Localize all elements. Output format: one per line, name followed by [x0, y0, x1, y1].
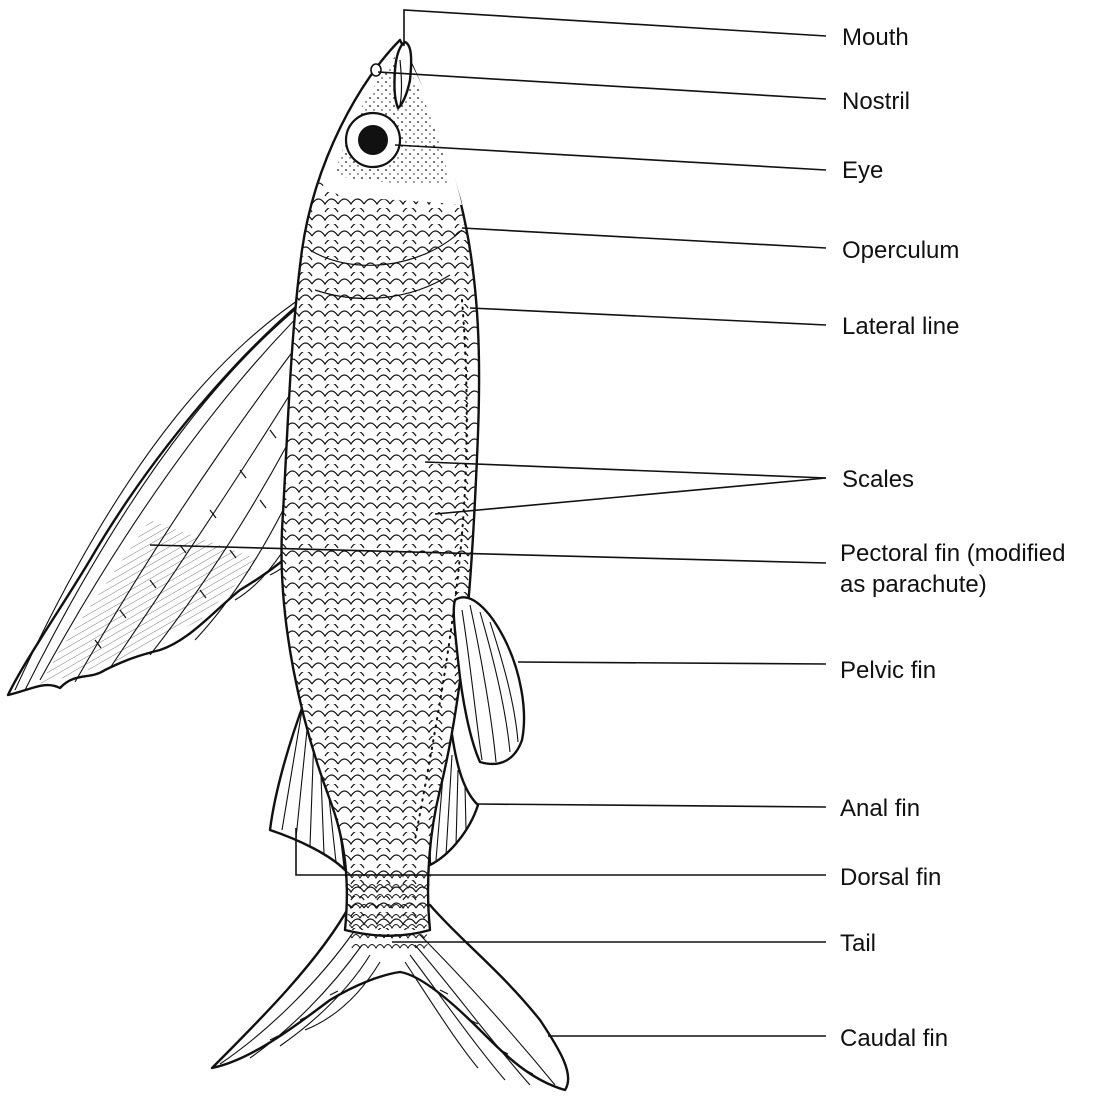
- leader-scales-lower: [435, 478, 826, 514]
- label-mouth: Mouth: [842, 24, 909, 51]
- leader-pelvic-fin: [518, 662, 826, 664]
- label-pectoral-fin-line1: Pectoral fin (modified: [840, 540, 1065, 567]
- labels: Mouth Nostril Eye Operculum Lateral line…: [840, 24, 1065, 1052]
- label-pectoral-fin-line2: as parachute): [840, 571, 987, 598]
- label-lateral-line: Lateral line: [842, 313, 959, 340]
- leader-nostril: [378, 72, 826, 99]
- label-operculum: Operculum: [842, 237, 959, 264]
- label-caudal-fin: Caudal fin: [840, 1025, 948, 1052]
- label-pelvic-fin: Pelvic fin: [840, 657, 936, 684]
- label-tail: Tail: [840, 930, 876, 957]
- leader-anal-fin: [478, 804, 826, 807]
- label-scales: Scales: [842, 466, 914, 493]
- leader-eye: [395, 145, 826, 170]
- pelvic-fin: [454, 597, 524, 764]
- leader-lateral-line: [470, 308, 826, 325]
- nostril-shape: [371, 64, 381, 76]
- label-anal-fin: Anal fin: [840, 795, 920, 822]
- leader-operculum: [462, 228, 826, 248]
- label-eye: Eye: [842, 157, 883, 184]
- label-nostril: Nostril: [842, 88, 910, 115]
- leader-scales-upper: [425, 462, 826, 478]
- leader-mouth: [404, 10, 826, 46]
- label-dorsal-fin: Dorsal fin: [840, 864, 941, 891]
